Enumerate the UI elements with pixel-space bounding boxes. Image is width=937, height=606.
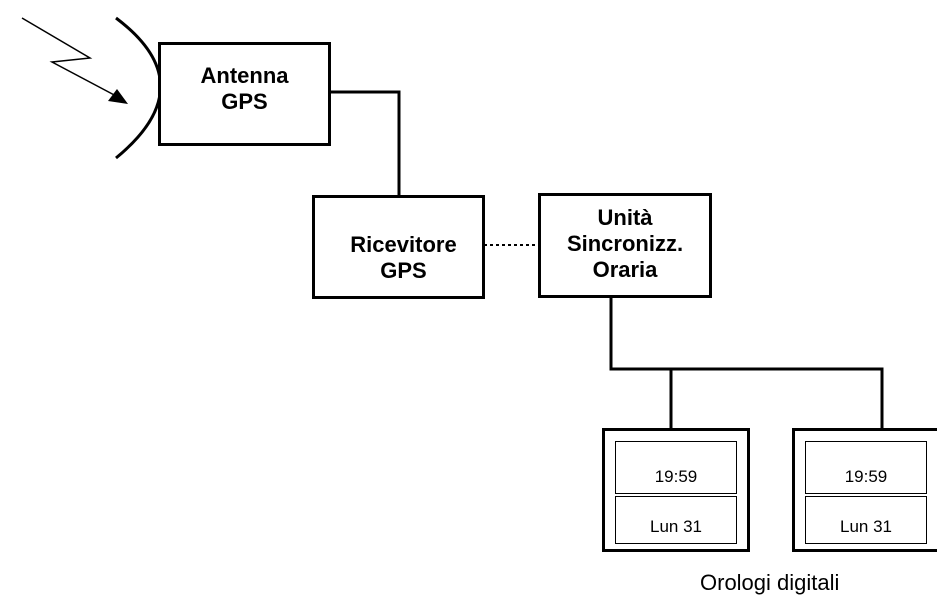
clock-1-date-panel: Lun 31	[615, 496, 737, 544]
antenna-receiver-cable	[330, 90, 401, 195]
receiver-label-line2: GPS	[380, 258, 427, 283]
antenna-label-line1: Antenna	[200, 63, 289, 88]
antenna-label-line2: GPS	[221, 89, 268, 114]
sync-unit-label-line2: Sincronizz.	[566, 231, 684, 256]
antenna-label: Antenna GPS	[161, 63, 328, 115]
receiver-label: Ricevitore GPS	[325, 232, 482, 284]
clock-2-time: 19:59	[844, 467, 888, 486]
signal-arrow	[21, 17, 119, 98]
digital-clock-2: 19:59 Lun 31	[792, 428, 937, 552]
clocks-caption: Orologi digitali	[700, 570, 840, 595]
clock-2-date-panel: Lun 31	[805, 496, 927, 544]
sync-bus-line	[609, 297, 884, 428]
signal-arrowhead	[108, 89, 128, 104]
digital-clock-1: 19:59 Lun 31	[602, 428, 750, 552]
sync-unit-label: Unità Sincronizz. Oraria	[541, 205, 709, 283]
clock-1-time-panel: 19:59	[615, 441, 737, 494]
clock-2-time-panel: 19:59	[805, 441, 927, 494]
clock-2-date: Lun 31	[840, 517, 892, 536]
sync-unit-label-line1: Unità	[597, 205, 653, 230]
antenna-gps-box: Antenna GPS	[158, 42, 331, 146]
receiver-gps-box: Ricevitore GPS	[312, 195, 485, 299]
clock-1-time: 19:59	[654, 467, 698, 486]
sync-unit-box: Unità Sincronizz. Oraria	[538, 193, 712, 298]
clock-1-date: Lun 31	[650, 517, 702, 536]
receiver-label-line1: Ricevitore	[350, 232, 457, 257]
sync-unit-label-line3: Oraria	[592, 257, 658, 282]
antenna-dish	[115, 16, 162, 160]
